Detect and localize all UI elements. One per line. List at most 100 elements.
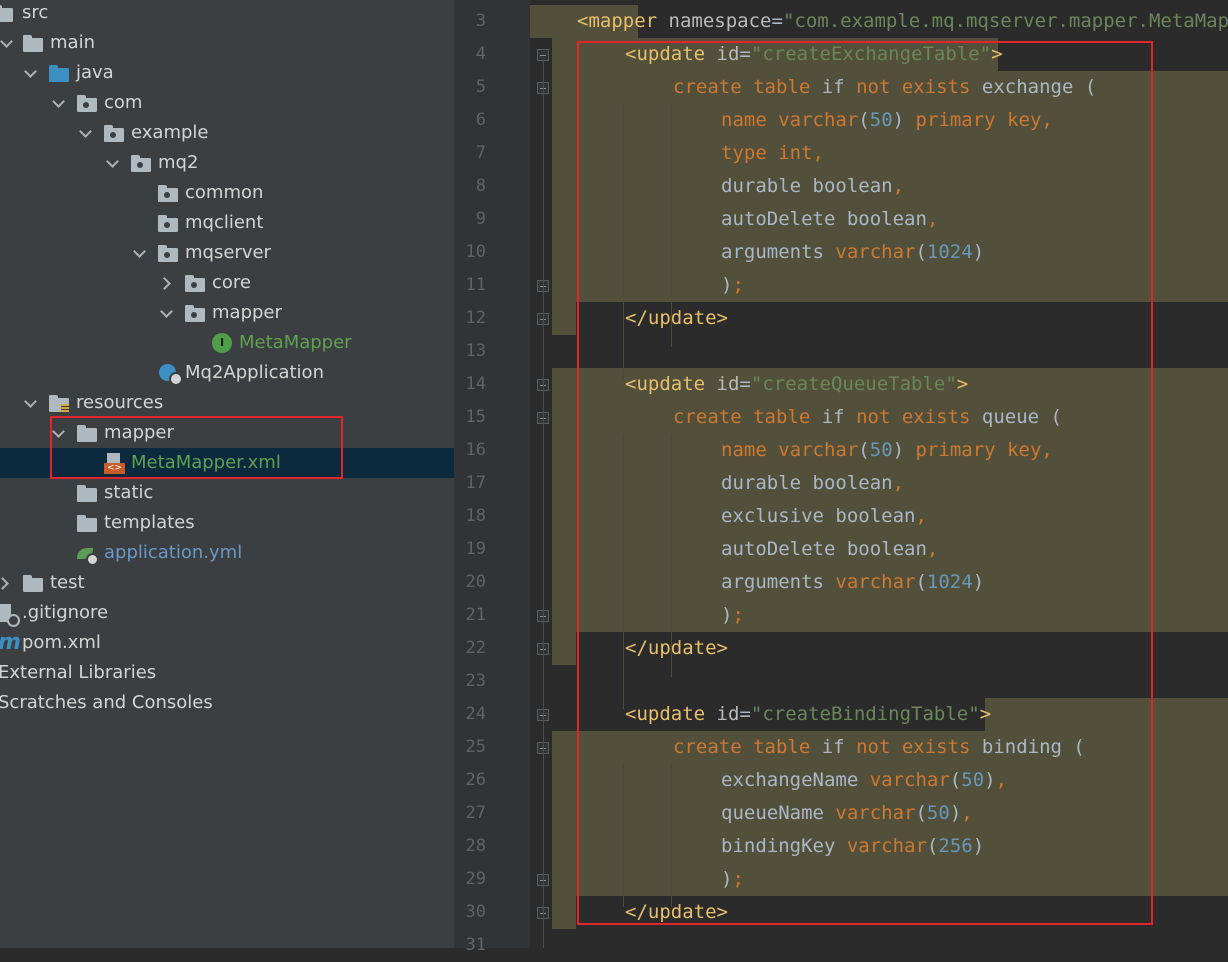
tree-item-application-yml[interactable]: application.yml <box>0 538 454 568</box>
tree-item-gitignore[interactable]: .gitignore <box>0 598 454 628</box>
code-token: binding ( <box>970 736 1085 758</box>
code-editor[interactable]: <mapper namespace="com.example.mq.mqserv… <box>530 0 1228 948</box>
tree-item-metamapper-xml[interactable]: MetaMapper.xml <box>0 448 454 478</box>
code-line: name varchar(50) primary key, <box>721 434 1053 467</box>
tree-item-static[interactable]: static <box>0 478 454 508</box>
code-token: "createBindingTable" <box>750 703 980 725</box>
chevron-down-icon[interactable] <box>24 58 38 88</box>
usage-highlight <box>552 104 1228 137</box>
code-token: </update> <box>625 637 728 659</box>
tree-item-label: mapper <box>104 422 174 443</box>
code-token: id <box>716 373 740 395</box>
chevron-right-icon[interactable] <box>160 268 174 298</box>
folder-icon <box>76 508 98 538</box>
line-number: 11 <box>465 275 486 295</box>
code-token: ) <box>721 274 733 296</box>
chevron-down-icon[interactable] <box>106 148 120 178</box>
line-number: 16 <box>465 440 486 460</box>
line-number: 19 <box>465 539 486 559</box>
tree-item-mapper-package[interactable]: mapper <box>0 298 454 328</box>
code-token: <update <box>625 43 706 65</box>
line-number: 4 <box>475 44 486 64</box>
tree-item-main[interactable]: main <box>0 28 454 58</box>
code-token: not <box>856 76 891 98</box>
spring-app-icon <box>158 358 183 388</box>
code-token: varchar <box>869 769 950 791</box>
chevron-down-icon[interactable] <box>24 388 38 418</box>
code-token: name <box>721 439 767 461</box>
tree-item-external-libraries[interactable]: External Libraries <box>0 658 454 688</box>
code-token: table <box>753 406 811 428</box>
annotation-highlight-box <box>50 416 343 479</box>
chevron-down-icon[interactable] <box>52 88 66 118</box>
code-token: durable boolean <box>721 472 893 494</box>
line-number: 26 <box>465 770 486 790</box>
package-icon <box>184 268 206 298</box>
code-token: name <box>721 109 767 131</box>
tree-item-label: com <box>104 92 143 113</box>
code-line: create table if not exists queue ( <box>673 401 1062 434</box>
tree-item-mq2[interactable]: mq2 <box>0 148 454 178</box>
code-token: ; <box>732 604 744 626</box>
tree-item-label: java <box>76 62 114 83</box>
tree-item-scratches-consoles[interactable]: Scratches and Consoles <box>0 688 454 718</box>
code-token: ) <box>972 571 985 593</box>
code-token: exists <box>901 76 971 98</box>
package-icon <box>157 208 179 238</box>
line-number: 15 <box>465 407 486 427</box>
indent-guide <box>671 104 672 347</box>
chevron-down-icon[interactable] <box>79 118 93 148</box>
tree-item-core[interactable]: core <box>0 268 454 298</box>
usage-highlight <box>552 368 1228 401</box>
usage-highlight <box>552 797 1228 830</box>
indent-guide <box>623 104 624 379</box>
code-token: arguments <box>721 571 836 593</box>
usage-highlight <box>552 137 1228 170</box>
chevron-right-icon[interactable] <box>0 568 12 598</box>
usage-highlight <box>552 236 1228 269</box>
code-token: <update <box>625 373 706 395</box>
package-icon <box>184 298 206 328</box>
tree-item-label: src <box>22 2 49 23</box>
code-token: ) <box>721 868 733 890</box>
chevron-down-icon[interactable] <box>133 238 147 268</box>
tree-item-resources[interactable]: resources <box>0 388 454 418</box>
chevron-down-icon[interactable] <box>0 28 14 58</box>
tree-item-label: mqclient <box>185 212 264 233</box>
code-token: exists <box>901 736 971 758</box>
chevron-down-icon[interactable] <box>160 298 174 328</box>
code-token: not <box>856 406 891 428</box>
tree-item-mqserver[interactable]: mqserver <box>0 238 454 268</box>
line-number: 23 <box>465 671 486 691</box>
code-token: exclusive boolean <box>721 505 916 527</box>
tree-item-mapper-resource[interactable]: mapper <box>0 418 454 448</box>
tree-item-java[interactable]: java <box>0 58 454 88</box>
usage-highlight <box>552 500 1228 533</box>
tree-item-pom-xml[interactable]: m pom.xml <box>0 628 454 658</box>
gitignore-icon <box>0 598 20 628</box>
code-line: autoDelete boolean, <box>721 533 938 566</box>
tree-item-common[interactable]: common <box>0 178 454 208</box>
line-number: 31 <box>465 935 486 955</box>
tree-item-metamapper-interface[interactable]: I MetaMapper <box>0 328 454 358</box>
code-line: <update id="createExchangeTable"> <box>625 38 1003 71</box>
code-line: ); <box>721 269 744 302</box>
tree-item-mq2application[interactable]: Mq2Application <box>0 358 454 388</box>
tree-item-test[interactable]: test <box>0 568 454 598</box>
tree-item-com[interactable]: com <box>0 88 454 118</box>
code-token: ) <box>892 439 916 461</box>
tree-item-templates[interactable]: templates <box>0 508 454 538</box>
tree-item-src[interactable]: src <box>0 0 454 28</box>
tree-item-example[interactable]: example <box>0 118 454 148</box>
code-token: ; <box>732 868 744 890</box>
line-number: 13 <box>465 341 486 361</box>
xml-file-icon <box>104 448 126 478</box>
usage-highlight <box>552 599 1228 632</box>
code-token: 50 <box>961 769 985 791</box>
code-token: ) <box>972 835 985 857</box>
code-token: = <box>739 373 751 395</box>
code-token: if <box>810 736 857 758</box>
tree-item-mqclient[interactable]: mqclient <box>0 208 454 238</box>
code-token: varchar <box>778 439 859 461</box>
usage-highlight <box>552 533 1228 566</box>
